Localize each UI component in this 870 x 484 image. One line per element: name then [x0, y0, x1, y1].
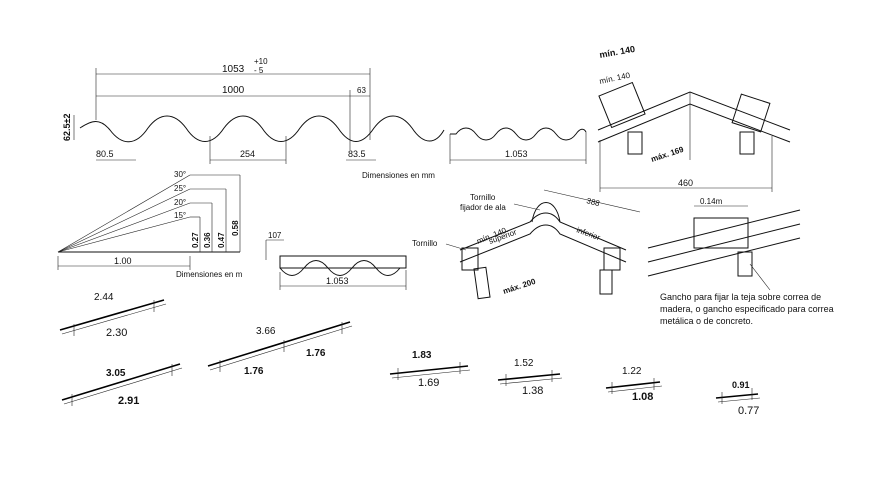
ridge-mid-screw-wing-2: fijador de ala: [460, 203, 506, 212]
ridge-top-span: 460: [678, 178, 693, 188]
profile-overlap: 63: [357, 86, 366, 95]
ridge-mid-lower: inferior: [575, 225, 601, 242]
sheet-4-top: 1.83: [412, 350, 432, 361]
ridge-top-min: mín. 140: [599, 44, 636, 60]
sheet-6-top: 1.22: [622, 366, 642, 377]
slope-angle-25: 25°: [174, 184, 186, 193]
sheet-length-1: 2.44 2.30: [59, 292, 167, 339]
slope-angle-30: 30°: [174, 170, 186, 179]
slope-rise-27: 0.27: [191, 232, 200, 248]
slope-units-note: Dimensiones en m: [176, 270, 243, 279]
sheet-5-bottom: 1.38: [522, 385, 543, 397]
profile-width-2: 1.053: [505, 149, 528, 159]
sheet-7-top: 0.91: [732, 380, 750, 390]
sheet-section: 107 1.053: [265, 231, 407, 290]
profile-total-width: 1053: [222, 64, 245, 75]
profile-tol-plus: +10: [254, 57, 268, 66]
profile-edge-left: 80.5: [96, 149, 114, 159]
sheet-3-bottom-2: 1.76: [306, 348, 326, 359]
hook-dim: 0.14m: [700, 197, 723, 206]
sheet-length-6: 1.22 1.08: [605, 366, 663, 403]
profile-units-note: Dimensiones en mm: [362, 171, 435, 180]
ridge-detail-top: mín. 140 mín. 140 máx. 169 460: [597, 44, 791, 192]
slope-rise-36: 0.36: [203, 232, 212, 248]
profile-tol-minus: - 5: [254, 66, 264, 75]
profile-pitch: 254: [240, 149, 255, 159]
sheet-length-5: 1.52 1.38: [497, 358, 563, 397]
profile-useful-width: 1000: [222, 85, 245, 96]
sheet-4-bottom: 1.69: [418, 377, 439, 389]
slope-angle-20: 20°: [174, 198, 186, 207]
ridge-mid-span: 388: [586, 196, 602, 208]
sheet-length-2: 3.05 2.91: [61, 363, 183, 407]
slope-angle-15: 15°: [174, 211, 186, 220]
sheet-5-top: 1.52: [514, 358, 534, 369]
profile-height: 62.5±2: [62, 114, 72, 141]
hook-note-1: Gancho para fijar la teja sobre correa d…: [660, 292, 821, 302]
hook-detail: 0.14m Gancho para fijar la teja sobre co…: [647, 197, 834, 326]
ridge-top-max: máx. 169: [650, 145, 685, 164]
slope-diagram: 30° 25° 20° 15° 0.27 0.36 0.47 0.58 1.00…: [57, 170, 243, 279]
profile-edge-right: 83.5: [348, 149, 366, 159]
sheet-1-bottom: 2.30: [106, 327, 127, 339]
hook-note-3: metálica o de concreto.: [660, 316, 753, 326]
ridge-mid-screw-wing-1: Tornillo: [470, 193, 496, 202]
sheet-length-4: 1.83 1.69: [389, 350, 471, 389]
slope-rise-47: 0.47: [217, 232, 226, 248]
ridge-top-min-inner: mín. 140: [599, 71, 632, 86]
sheet-3-bottom: 1.76: [244, 366, 264, 377]
sheet-1-top: 2.44: [94, 292, 114, 303]
section-thickness: 107: [268, 231, 282, 240]
slope-rise-58: 0.58: [231, 220, 240, 236]
sheet-2-top: 3.05: [106, 368, 126, 379]
section-width: 1.053: [326, 276, 349, 286]
hook-note-2: madera, o gancho especificado para corre…: [660, 304, 834, 314]
sheet-7-bottom: 0.77: [738, 405, 759, 417]
slope-run: 1.00: [114, 256, 132, 266]
ridge-detail-mid: 388 Tornillo fijador de ala Tornillo mín…: [412, 189, 641, 300]
sheet-length-7: 0.91 0.77: [715, 380, 761, 417]
ridge-mid-screw: Tornillo: [412, 239, 438, 248]
ridge-mid-max: máx. 200: [502, 277, 537, 296]
sheet-length-3: 3.66 1.76 1.76: [207, 321, 353, 377]
sheet-2-bottom: 2.91: [118, 395, 139, 407]
sheet-6-bottom: 1.08: [632, 391, 653, 403]
corrugated-profile: 1053 +10 - 5 1000 63 62.5±2 80.5 254 83.…: [62, 57, 587, 180]
sheet-3-top: 3.66: [256, 326, 276, 337]
